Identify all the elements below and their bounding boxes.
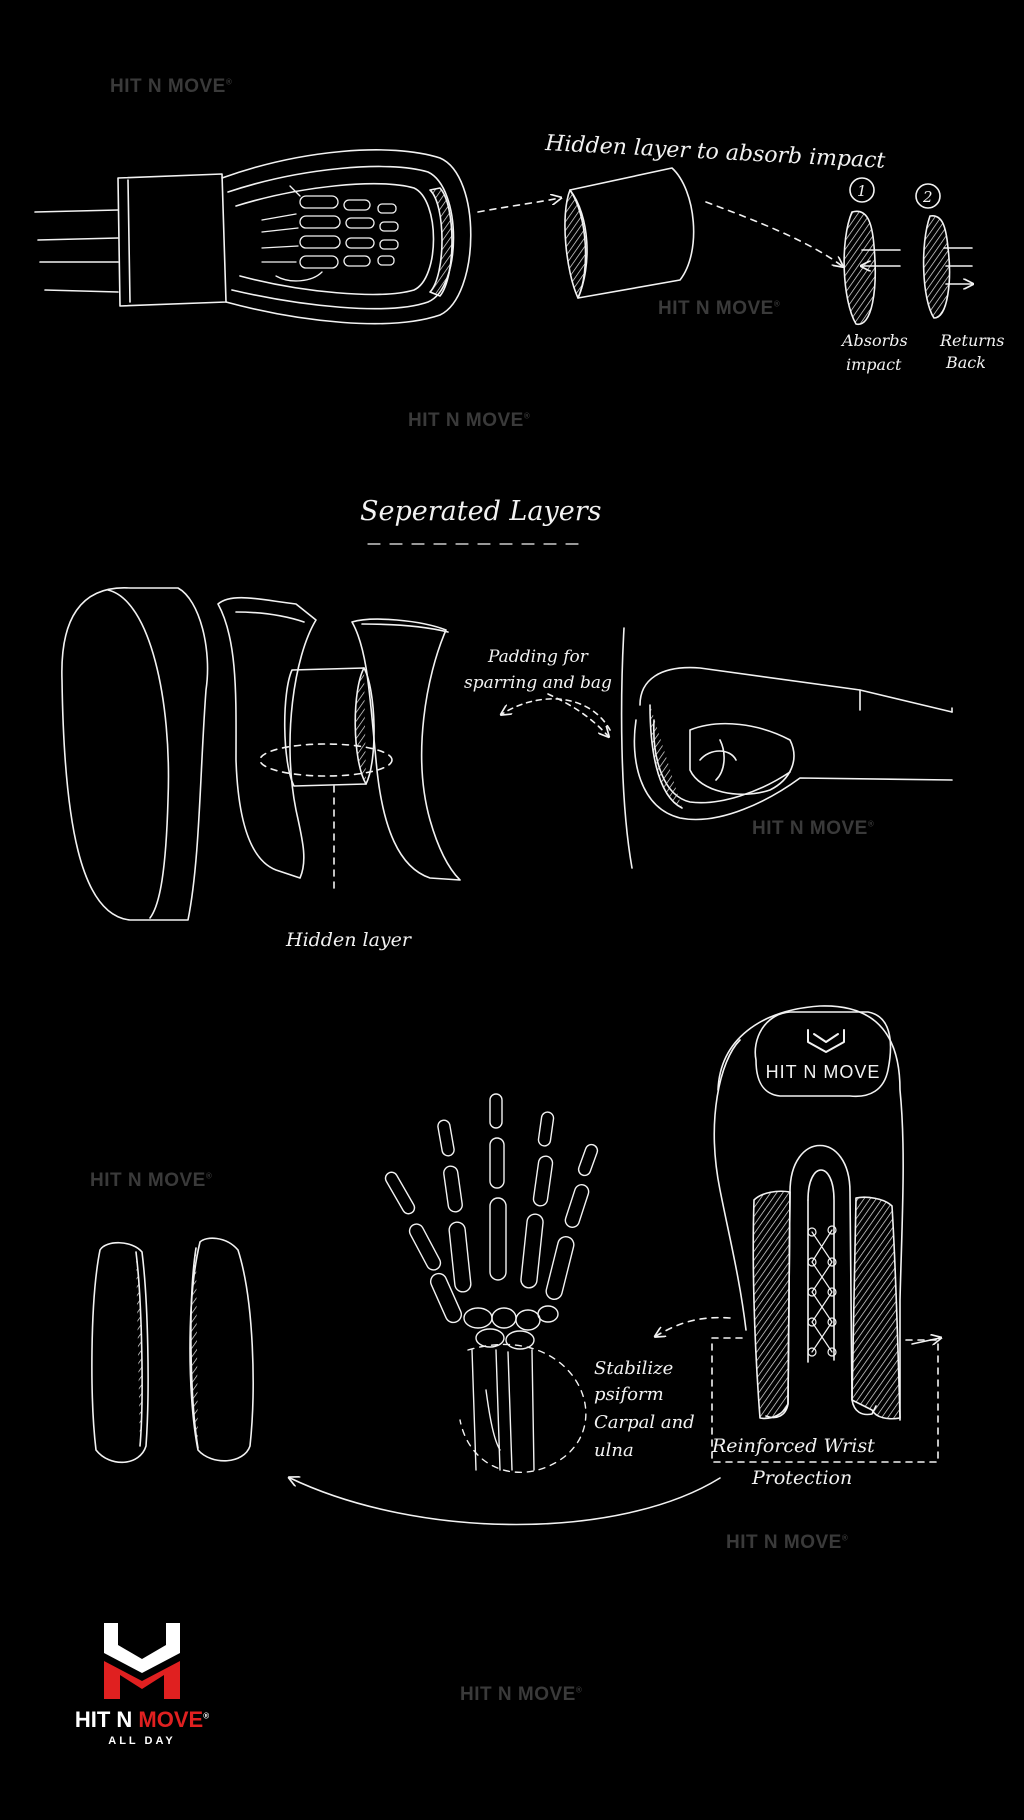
watermark: HIT N MOVE® (460, 1684, 583, 1705)
absorbs-impact-caption-line1: Absorbs (840, 331, 908, 350)
reinforced-line2: Protection (751, 1467, 852, 1489)
watermark: HIT N MOVE® (408, 410, 531, 431)
glove-punch-sketch (620, 627, 953, 869)
hidden-layer-piece (564, 167, 695, 299)
glove-side-sketch (34, 149, 472, 325)
stabilize-line2: psiform (594, 1384, 664, 1405)
returns-back-caption-line1: Returns (939, 331, 1004, 350)
stabilize-line3: Carpal and (594, 1412, 695, 1433)
step-1-number: 1 (857, 182, 867, 200)
step-2-number: 2 (922, 188, 933, 206)
dashed-arrow-to-layer (477, 198, 560, 213)
absorbs-impact-caption-line2: impact (846, 355, 902, 374)
watermark: HIT N MOVE® (658, 298, 781, 319)
absorbs-impact-pad (843, 177, 901, 325)
watermark: HIT N MOVE® (110, 76, 233, 97)
separated-layers-title: Seperated Layers (360, 496, 601, 527)
stabilize-line4: ulna (594, 1440, 634, 1461)
returns-back-pad (915, 183, 972, 319)
hidden-layer-label: Hidden layer (285, 929, 413, 951)
padding-note-line1: Padding for (487, 647, 589, 667)
glove-front-sketch (290, 1005, 940, 1526)
hidden-layer-heading: Hidden layer to absorb impact (544, 131, 886, 174)
stabilize-line1: Stabilize (594, 1358, 673, 1379)
dashed-arrow-to-steps (705, 201, 842, 266)
watermark: HIT N MOVE® (752, 818, 875, 839)
hm-logo-icon (104, 1623, 180, 1699)
brand-logo: HIT N MOVE® ALL DAY (48, 1613, 236, 1757)
padding-arrow (502, 698, 611, 731)
logo-tagline: ALL DAY (108, 1735, 176, 1747)
watermark: HIT N MOVE® (726, 1532, 849, 1553)
returns-back-caption-line2: Back (945, 353, 986, 372)
glove-brand-text: HIT N MOVE (766, 1062, 881, 1082)
padding-note-line2: sparring and bag (464, 673, 612, 693)
reinforced-line1: Reinforced Wrist (711, 1435, 875, 1457)
logo-brand-text: HIT N MOVE® (74, 1707, 210, 1732)
side-pads (91, 1237, 254, 1464)
watermark: HIT N MOVE® (90, 1170, 213, 1191)
separated-layers-sketch (61, 587, 461, 921)
hand-skeleton-sketch (384, 1093, 599, 1474)
padding-arrow (547, 693, 608, 736)
